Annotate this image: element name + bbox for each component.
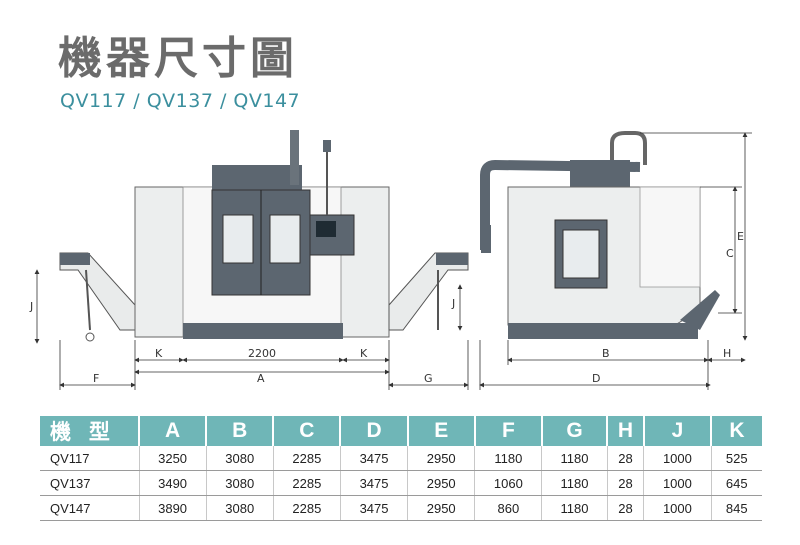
cell-f: 1060: [474, 470, 542, 496]
cell-b: 3080: [205, 446, 274, 471]
front-view: [59, 130, 469, 342]
dim-k-right: K: [360, 347, 368, 360]
header-j: J: [642, 416, 711, 446]
header-f: F: [473, 416, 542, 446]
cell-c: 2285: [272, 446, 341, 471]
cell-e: 2950: [407, 495, 475, 521]
dim-g: G: [424, 372, 433, 385]
dim-f: F: [93, 372, 99, 385]
dim-2200: 2200: [248, 347, 276, 360]
cell-h: 28: [606, 495, 644, 521]
header-model: 機 型: [40, 416, 139, 446]
cell-k: 845: [710, 495, 762, 521]
side-view: [480, 131, 720, 339]
left-chip-conveyor: [59, 252, 136, 331]
cell-h: 28: [606, 470, 644, 496]
cell-a: 3250: [138, 446, 207, 471]
header-d: D: [339, 416, 408, 446]
cell-c: 2285: [272, 495, 341, 521]
cell-k: 525: [710, 446, 762, 471]
header-g: G: [540, 416, 608, 446]
cell-j: 1000: [643, 446, 711, 471]
cell-c: 2285: [272, 470, 341, 496]
cell-g: 1180: [541, 446, 608, 471]
header-c: C: [272, 416, 341, 446]
spec-table: 機 型 A B C D E F G H J K QV117 3250 3080 …: [40, 416, 762, 521]
cell-j: 1000: [643, 470, 711, 496]
cell-b: 3080: [205, 470, 274, 496]
machine-dimension-drawing: J J K 2200 K F A G B H: [29, 130, 752, 390]
cell-h: 28: [606, 446, 644, 471]
cell-model: QV147: [40, 495, 139, 521]
cell-f: 1180: [474, 446, 542, 471]
side-dimensions: [479, 132, 752, 390]
header-a: A: [137, 416, 207, 446]
cell-model: QV117: [40, 446, 139, 471]
dim-e: E: [737, 230, 744, 243]
dim-h: H: [723, 347, 731, 360]
dim-a: A: [257, 372, 265, 385]
cell-d: 3475: [339, 495, 408, 521]
cell-model: QV137: [40, 470, 139, 496]
header-h: H: [606, 416, 644, 446]
cell-k: 645: [710, 470, 762, 496]
front-base: [183, 323, 343, 339]
cell-e: 2950: [407, 470, 475, 496]
cell-a: 3490: [138, 470, 207, 496]
front-dimensions: [34, 269, 469, 390]
cell-g: 1180: [541, 470, 608, 496]
dim-b: B: [602, 347, 610, 360]
cell-d: 3475: [339, 446, 408, 471]
cell-b: 3080: [205, 495, 274, 521]
cell-e: 2950: [407, 446, 475, 471]
header-k: K: [710, 416, 762, 446]
table-row: QV147 3890 3080 2285 3475 2950 860 1180 …: [40, 495, 762, 521]
model-subtitle: QV117 / QV137 / QV147: [60, 90, 301, 112]
dim-j-right: J: [451, 297, 455, 310]
table-row: QV137 3490 3080 2285 3475 2950 1060 1180…: [40, 470, 762, 496]
page-title: 機器尺寸圖: [58, 33, 298, 84]
side-base: [508, 323, 698, 339]
cell-g: 1180: [541, 495, 608, 521]
header-b: B: [205, 416, 274, 446]
dim-d: D: [592, 372, 600, 385]
cell-f: 860: [474, 495, 542, 521]
table-row: QV117 3250 3080 2285 3475 2950 1180 1180…: [40, 446, 762, 471]
cell-a: 3890: [138, 495, 207, 521]
dim-c: C: [726, 247, 734, 260]
spec-table-header: 機 型 A B C D E F G H J K: [40, 416, 762, 446]
header-e: E: [406, 416, 475, 446]
cell-d: 3475: [339, 470, 408, 496]
cell-j: 1000: [643, 495, 711, 521]
dim-k-left: K: [155, 347, 163, 360]
dim-j-left: J: [29, 300, 33, 313]
